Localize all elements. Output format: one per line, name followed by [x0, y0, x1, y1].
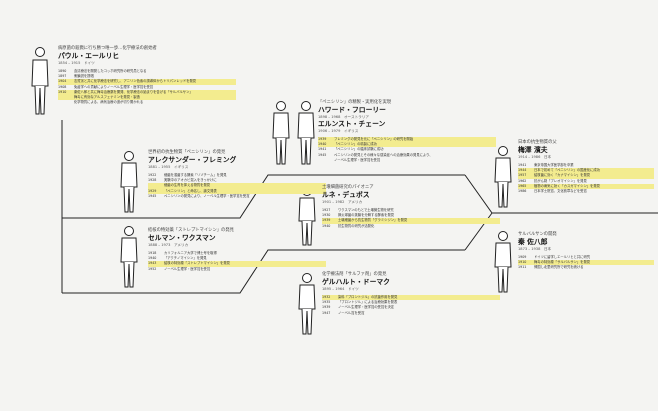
person-lead: 世界初の抗生物質「ペニシリン」の発見: [148, 150, 226, 155]
person-dates: 1881 – 1955 イギリス: [148, 165, 189, 169]
person-dates: 1854 – 1915 ドイツ: [58, 61, 95, 65]
person-dates: 1873 – 1938 日本: [518, 247, 552, 251]
person-ehrlich: 病原菌の殺戮に行ち勝つ唯一歩…化学療法の創始者 パウル・エールリヒ 1854 –…: [58, 46, 236, 105]
person-dates: 1895 – 1964 ドイツ: [322, 287, 359, 291]
person-name: ゲルハルト・ドーマク: [322, 278, 390, 286]
person-dates: 1898 – 1968 オーストラリア: [318, 115, 369, 119]
person-dates: 1901 – 1982 アメリカ: [322, 200, 363, 204]
event-item-highlighted: 1940「ペニシリン」の精製に成功: [318, 142, 496, 148]
event-item: 1935「プロントジル」による治療効果を発表: [322, 300, 398, 305]
person-dates: 1888 – 1973 アメリカ: [148, 243, 189, 247]
person-lead: 日本の抗生物質の父: [518, 140, 557, 145]
event-item: 1940「アクチノマイシン」を発見: [148, 256, 207, 261]
person-lead: 化学療法剤「サルファ剤」の発見: [322, 272, 387, 277]
branch-fleming: [62, 174, 465, 219]
person-dates: 1914 – 1986 日本: [518, 155, 552, 159]
ehrlich-figure: [31, 47, 49, 115]
person-name: 梅澤 濱夫: [518, 146, 548, 154]
person-domagk: 化学療法剤「サルファ剤」の発見 ゲルハルト・ドーマク 1895 – 1964 ド…: [322, 272, 500, 316]
branch-waksman: [62, 249, 465, 294]
person-name-2: エルンスト・チェーン: [318, 120, 386, 128]
person-name: 秦 佐八郎: [518, 238, 548, 246]
person-lead: 「ペニシリン」の精製・実用化を実現: [318, 100, 392, 105]
event-item-highlighted: 梅毒に有効なアルスフェナミンを発見・製造: [58, 95, 236, 101]
person-lead: 病原菌の殺戮に行ち勝つ唯一歩…化学療法の創始者: [58, 46, 157, 51]
person-waksman: 結核の特効薬「ストレプトマイシン」の発見 セルマン・ワクスマン 1888 – 1…: [148, 228, 326, 272]
person-name: パウル・エールリヒ: [58, 52, 120, 60]
waksman-figure: [120, 226, 138, 288]
hata-figure: [494, 231, 512, 293]
umezawa-figure: [494, 146, 512, 208]
event-item-highlighted: 細菌の生育を抑える物質を発見: [148, 183, 326, 189]
person-dubos: 土壌細菌研究のパイオニア ルネ・デュボス 1901 – 1982 アメリカ 19…: [322, 185, 500, 229]
person-dates-2: 1906 – 1979 イギリス: [318, 129, 359, 133]
person-lead: 結核の特効薬「ストレプトマイシン」の発見: [148, 228, 234, 233]
domagk-figure: [298, 273, 316, 335]
person-florey-chain: 「ペニシリン」の精製・実用化を実現 ハワード・フローリー 1898 – 1968…: [318, 100, 496, 163]
chain-figure: [297, 101, 315, 165]
event-item-highlighted: 1929「ペニシリン」と命名し、論文発表: [148, 188, 326, 194]
person-name: ルネ・デュボス: [322, 191, 370, 199]
person-name: アレクサンダー・フレミング: [148, 156, 237, 164]
person-name: ハワード・フローリー: [318, 106, 386, 114]
event-item: 化学物質による、病気治療の道が切り開かれる: [74, 100, 144, 105]
person-name: セルマン・ワクスマン: [148, 234, 216, 242]
person-lead: サルバルサンの開発: [518, 232, 557, 237]
event-item: ノーベル生理学・医学賞を受賞: [334, 157, 381, 162]
person-lead: 土壌細菌研究のパイオニア: [322, 185, 374, 190]
florey-figure: [272, 101, 290, 165]
event-item: 1941「ペニシリン」の臨床試験に成功: [318, 147, 384, 152]
person-fleming: 世界初の抗生物質「ペニシリン」の発見 アレクサンダー・フレミング 1881 – …: [148, 150, 326, 199]
fleming-figure: [120, 151, 138, 213]
